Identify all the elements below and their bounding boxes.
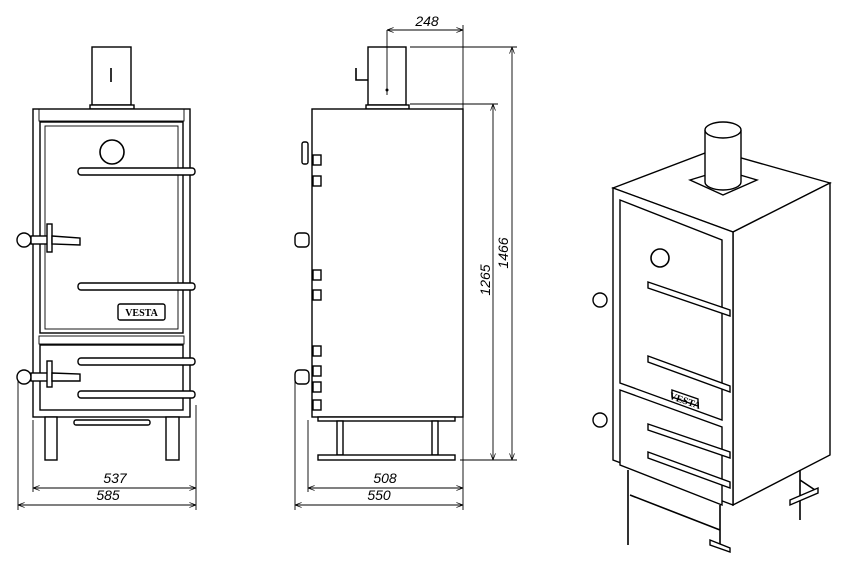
- leg: [431, 420, 439, 456]
- dim-248: 248: [414, 13, 439, 29]
- knob: [294, 232, 310, 248]
- chimney: [704, 130, 742, 191]
- leg: [165, 416, 180, 461]
- dim-585: 585: [96, 487, 120, 503]
- knob: [294, 369, 310, 385]
- body: [311, 108, 464, 418]
- dimension-lines: [17, 25, 517, 510]
- door-handle-upper: [16, 223, 81, 253]
- hinges: [312, 154, 322, 411]
- leg: [336, 420, 344, 456]
- drawer-pull: [73, 419, 151, 426]
- door-bar: [77, 390, 196, 399]
- upper-door: [619, 198, 723, 421]
- leg: [44, 416, 58, 461]
- dim-1466: 1466: [495, 237, 511, 268]
- badge-text: VESTA: [125, 308, 158, 319]
- knob: [592, 292, 608, 308]
- knob: [301, 141, 309, 165]
- isometric-view: VESTA: [592, 121, 832, 553]
- upper-door: [39, 121, 184, 334]
- vesta-badge: VESTA: [117, 303, 166, 321]
- dim-508: 508: [373, 470, 397, 486]
- door-handle-lower: [16, 360, 81, 388]
- dim-1265: 1265: [477, 264, 493, 295]
- door-bar: [77, 167, 196, 176]
- knob: [592, 412, 608, 428]
- door-bar: [77, 282, 196, 291]
- right-face: [732, 181, 831, 507]
- dim-550: 550: [367, 487, 391, 503]
- side-view: [294, 46, 464, 461]
- door-bar: [77, 357, 196, 366]
- porthole: [99, 139, 125, 165]
- foot-plate: [317, 454, 456, 461]
- damper-handle: [355, 68, 368, 81]
- front-view: VESTA: [16, 46, 196, 461]
- dim-537: 537: [103, 470, 128, 486]
